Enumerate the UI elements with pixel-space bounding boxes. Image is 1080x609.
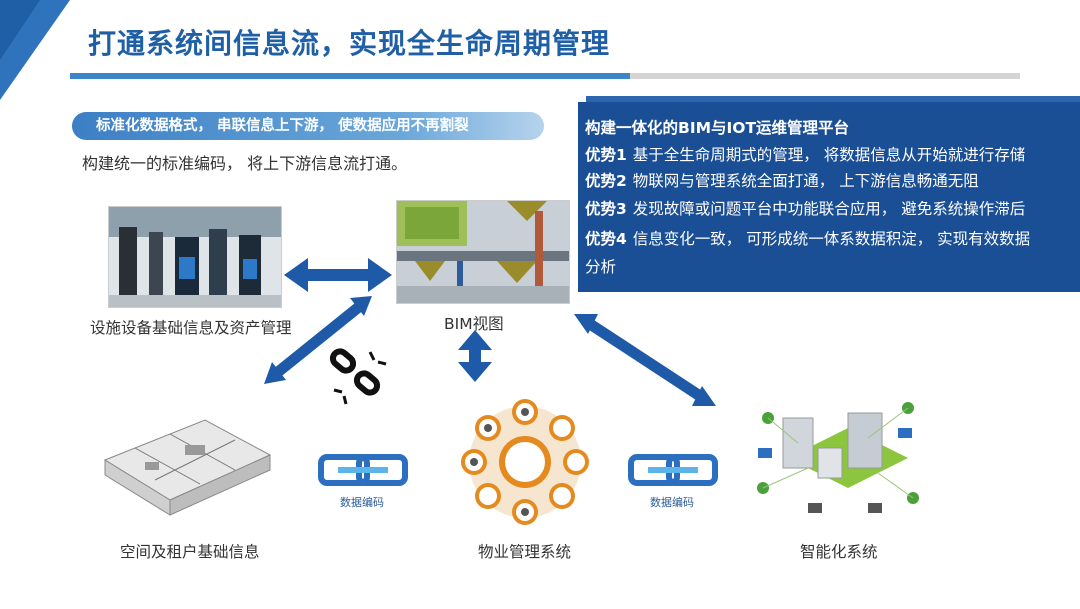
link-label: 数据编码 [650,496,694,509]
bim-image [396,200,570,304]
link-icon [628,454,718,486]
advantage-label: 优势3 [585,200,627,218]
corner-decoration [0,0,70,100]
intro-text: 构建统一的标准编码， 将上下游信息流打通。 [82,154,408,173]
space-caption: 空间及租户基础信息 [120,543,260,561]
panel-heading: 构建一体化的BIM与IOT运维管理平台 [585,119,850,137]
advantage-text: 发现故障或问题平台中功能联合应用， 避免系统操作滞后 [632,200,1026,218]
advantage-1: 优势1 基于全生命周期式的管理， 将数据信息从开始就进行存储 [585,143,1025,165]
intro-banner: 标准化数据格式， 串联信息上下游， 使数据应用不再割裂 [72,112,544,140]
advantage-text: 信息变化一致， 可形成统一体系数据积淀， 实现有效数据 [632,230,1031,248]
arrow-equipment-bim [284,258,392,292]
title-underline [70,73,630,79]
advantage-text: 基于全生命周期式的管理， 将数据信息从开始就进行存储 [632,146,1026,164]
advantage-2: 优势2 物联网与管理系统全面打通， 上下游信息畅通无阻 [585,169,979,191]
advantage-label: 优势4 [585,230,627,248]
advantage-4: 优势4 信息变化一致， 可形成统一体系数据积淀， 实现有效数据 [585,227,1030,249]
page-title: 打通系统间信息流，实现全生命周期管理 [88,27,611,60]
title-underline-gray [630,73,1020,79]
advantage-4-continuation: 分析 [585,258,617,276]
equipment-image [108,206,282,308]
advantage-label: 优势1 [585,146,627,164]
property-diagram-image [461,399,589,525]
advantages-panel [578,102,1080,292]
arrow-bim-smart [574,314,716,406]
advantage-text: 物联网与管理系统全面打通， 上下游信息畅通无阻 [632,172,979,190]
smart-caption: 智能化系统 [800,543,878,561]
advantage-label: 优势2 [585,172,627,190]
equipment-caption: 设施设备基础信息及资产管理 [90,319,292,337]
broken-link-icon [329,348,387,405]
arrow-bim-space [264,296,372,384]
arrow-bim-property [458,330,492,382]
bim-caption: BIM视图 [444,315,504,333]
link-icon [318,454,408,486]
advantage-3: 优势3 发现故障或问题平台中功能联合应用， 避免系统操作滞后 [585,197,1025,219]
floorplan-image [95,400,280,525]
property-caption: 物业管理系统 [478,543,572,561]
link-label: 数据编码 [340,496,384,509]
smart-system-image [748,388,928,528]
